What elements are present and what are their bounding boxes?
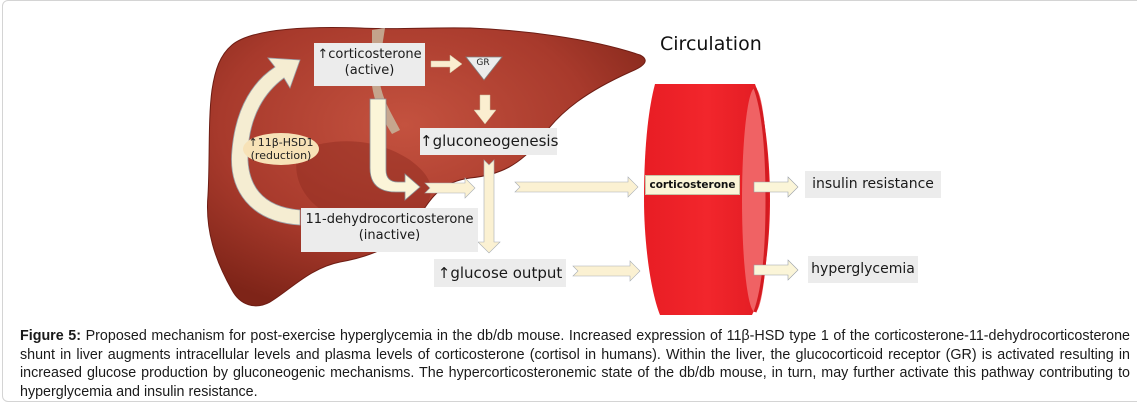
- figure-caption: Figure 5: Proposed mechanism for post-ex…: [20, 327, 1130, 401]
- arrow-to-circulation: [514, 176, 639, 198]
- label-hyperglycemia: hyperglycemia: [808, 256, 918, 283]
- gr-receptor-triangle: [465, 56, 503, 81]
- vessel-opening: [742, 88, 768, 312]
- label-vessel-corticosterone: corticosterone: [645, 175, 740, 195]
- curved-arrow-reduction: [231, 57, 301, 226]
- caption-text: Proposed mechanism for post-exercise hyp…: [20, 328, 1131, 400]
- label-gluconeogenesis: ↑gluconeogenesis: [420, 128, 558, 155]
- arrow-to-hyperglycemia: [753, 259, 799, 281]
- label-insulin-resistance: insulin resistance: [805, 171, 941, 198]
- arrow-to-gr: [430, 54, 463, 74]
- circulation-vessel: [644, 84, 770, 315]
- arrow-to-insulin-resistance: [753, 176, 799, 198]
- up-arrow-icon: ↑: [420, 132, 433, 150]
- label-corticosterone-active: ↑corticosterone (active): [314, 43, 425, 86]
- figure-diagram: ↑corticosterone (active) GR ↑11β-HSD1 (r…: [206, 27, 941, 315]
- label-11b-hsd1: ↑11β-HSD1 (reduction): [243, 133, 319, 165]
- arrow-gluconeogenesis-to-glucose: [477, 159, 501, 254]
- label-glucose-output: ↑glucose output: [434, 259, 566, 287]
- diagram-canvas: [206, 27, 799, 315]
- label-11-dehydrocorticosterone: 11-dehydrocorticosterone (inactive): [301, 208, 478, 252]
- l-arrow-dehydro: [369, 98, 421, 201]
- up-arrow-icon: ↑: [317, 47, 329, 62]
- circulation-title: Circulation: [660, 33, 762, 55]
- arrow-gr-to-gluconeogenesis: [473, 94, 497, 125]
- arrow-glucose-to-circulation: [572, 260, 641, 282]
- label-gr: GR: [476, 58, 490, 68]
- up-arrow-icon: ↑: [437, 264, 451, 282]
- arrow-short-horizontal: [424, 177, 476, 199]
- caption-label: Figure 5:: [20, 328, 82, 344]
- liver-lobe-shading: [296, 141, 431, 229]
- up-arrow-icon: ↑: [248, 136, 258, 149]
